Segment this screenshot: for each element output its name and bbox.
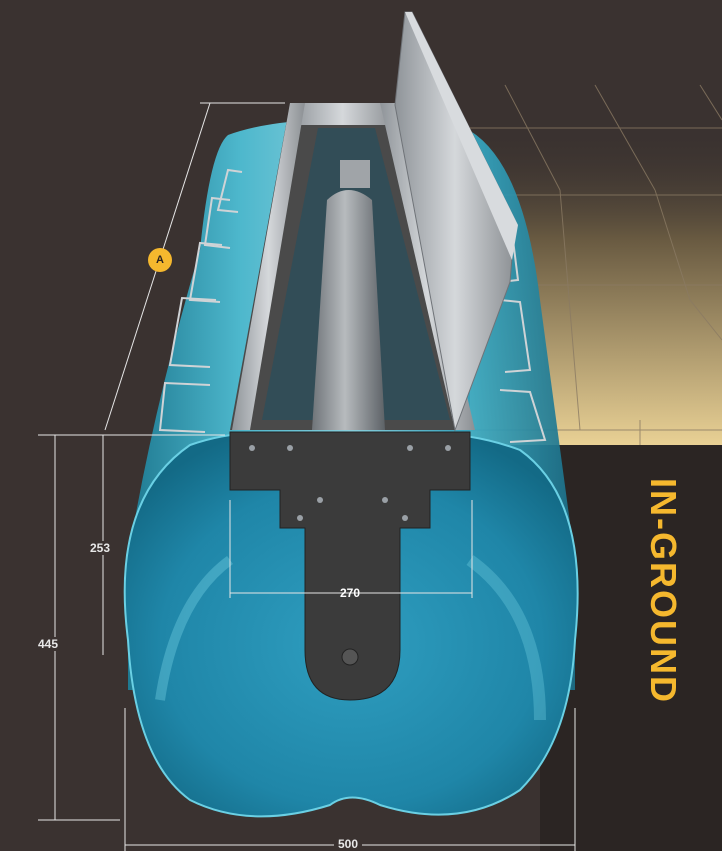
side-title-text: IN-GROUND (643, 478, 684, 704)
dimension-badge: A (148, 248, 172, 272)
dimension-label-total-height: 445 (34, 637, 63, 651)
wire-rack (158, 168, 547, 443)
dimension-label-outer-width: 500 (334, 837, 363, 851)
dimension-label-inner-width: 270 (340, 586, 361, 600)
front-bracket (229, 431, 471, 701)
lid (394, 11, 518, 432)
roller (312, 160, 385, 430)
side-title: IN-GROUND (643, 478, 684, 728)
dimension-label-upper-height: 253 (86, 541, 115, 555)
